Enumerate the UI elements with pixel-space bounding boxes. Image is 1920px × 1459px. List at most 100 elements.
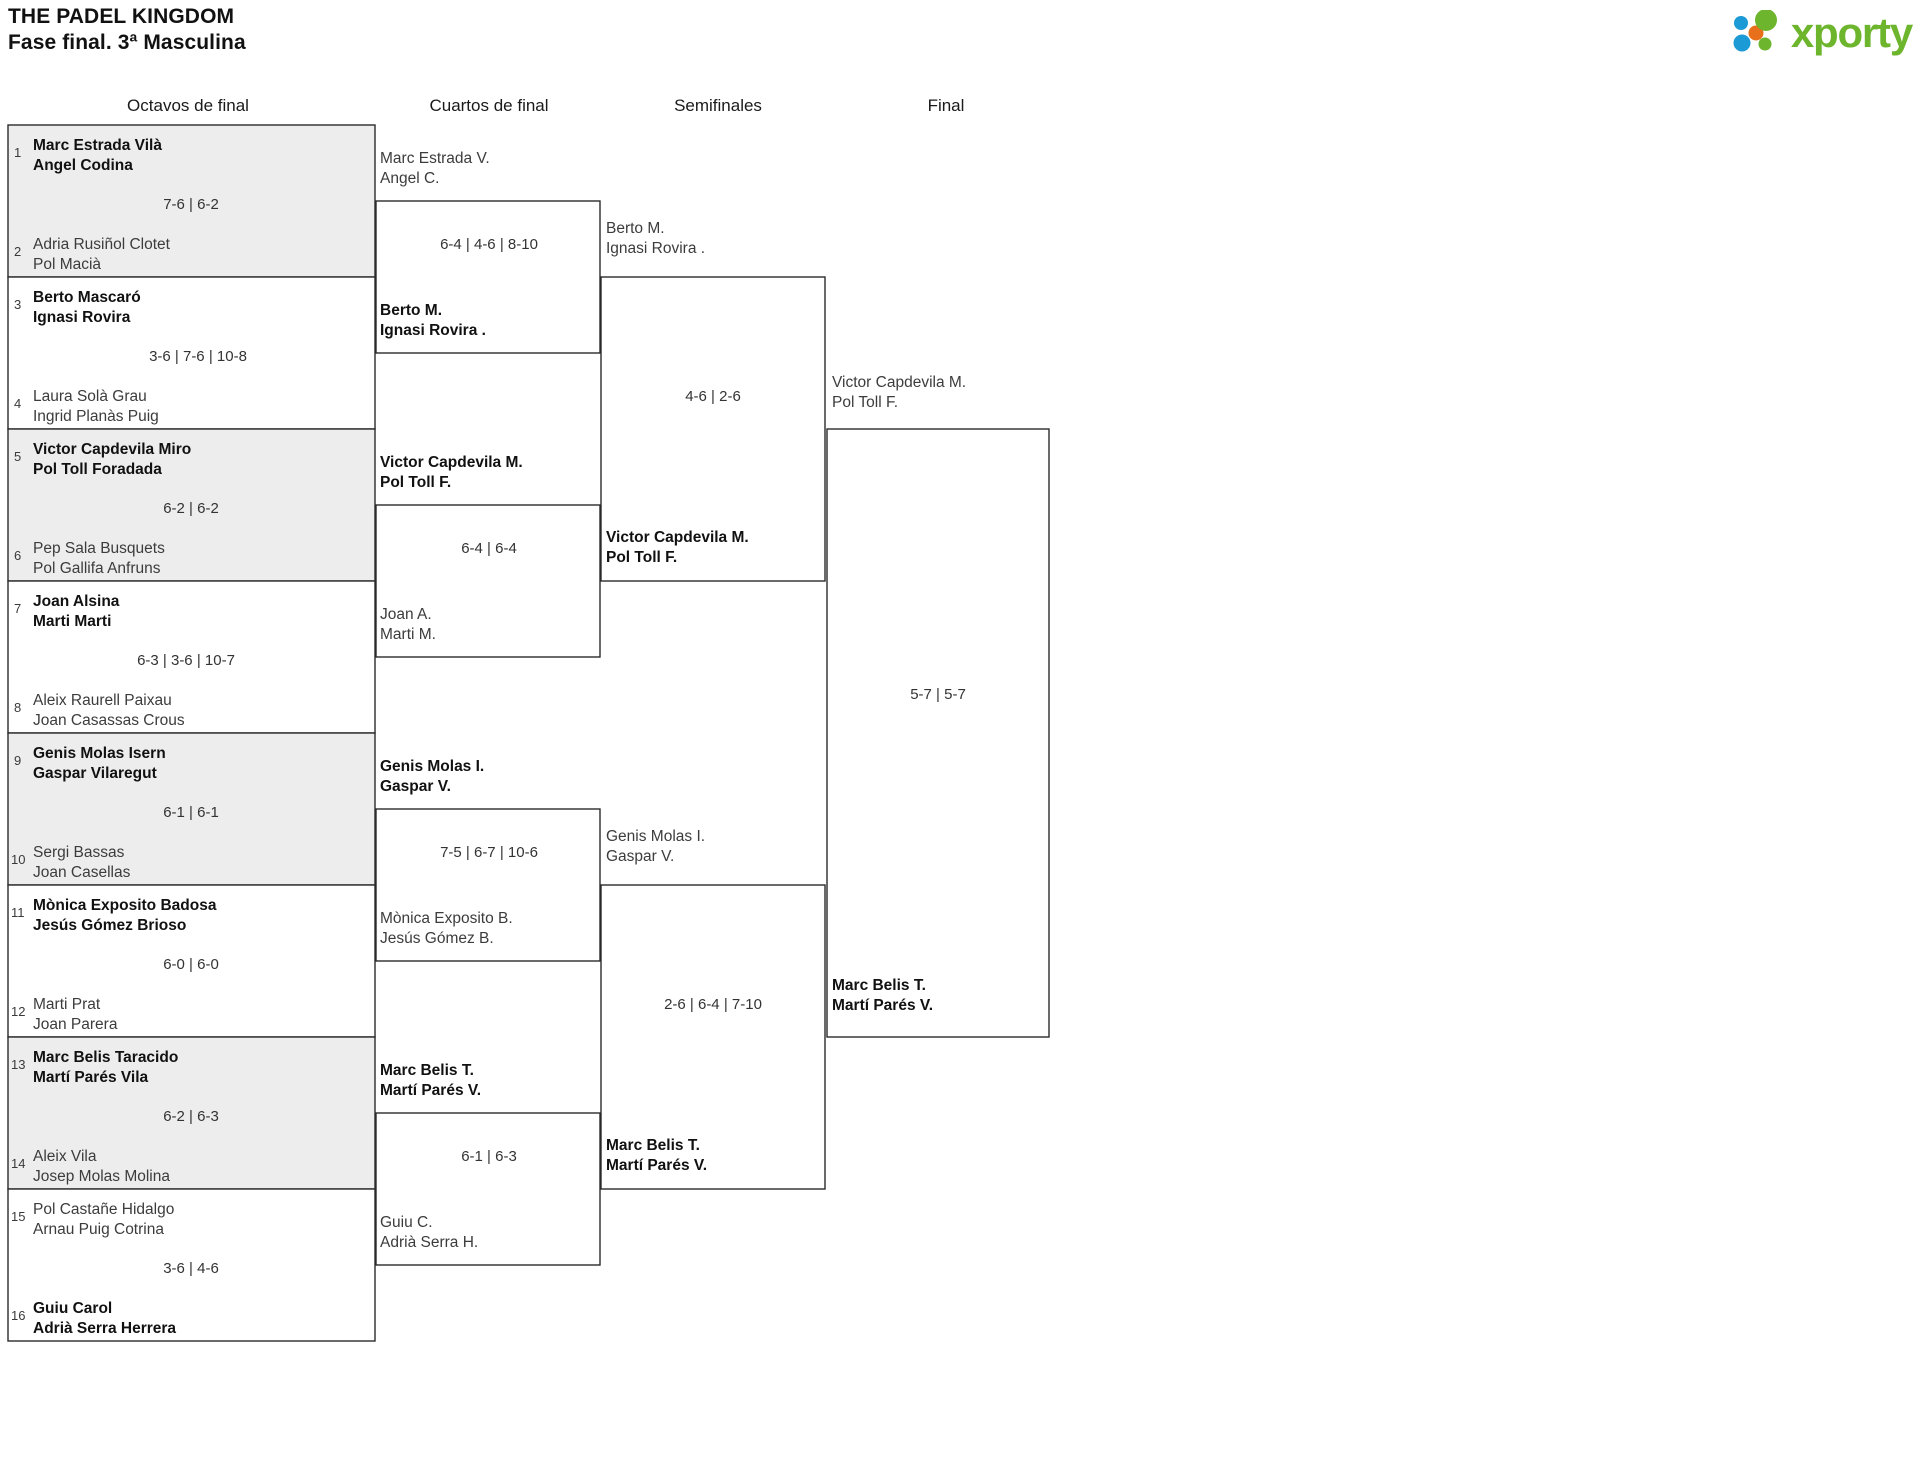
- xporty-wordmark: xporty: [1790, 9, 1913, 56]
- match-block-r16-6[interactable]: 11 Mònica Exposito Badosa Jesús Gómez Br…: [7, 884, 376, 1038]
- semi-finals-column: Berto M. Ignasi Rovira . 4-6 | 2-6 Victo…: [600, 220, 826, 1190]
- player-name: Sergi Bassas: [33, 844, 125, 861]
- match-block-sf-2[interactable]: Genis Molas I. Gaspar V. 2-6 | 6-4 | 7-1…: [600, 828, 826, 1190]
- round-heading-final: Final: [927, 96, 965, 115]
- seed-number: 5: [14, 449, 21, 464]
- player-name: Adrià Serra Herrera: [33, 1320, 176, 1337]
- round-of-16-column: 1 Marc Estrada Vilà Angel Codina 7-6 | 6…: [7, 124, 376, 1342]
- match-score: 6-2 | 6-3: [163, 1108, 219, 1125]
- player-name: Guiu C.: [380, 1214, 433, 1231]
- seed-number: 9: [14, 753, 21, 768]
- match-block-r16-5[interactable]: 9 Genis Molas Isern Gaspar Vilaregut 6-1…: [7, 732, 376, 886]
- champion-name: Marc Belis T.: [832, 977, 926, 994]
- player-name: Marc Belis Taracido: [33, 1049, 178, 1066]
- player-name: Jesús Gómez Brioso: [33, 917, 186, 934]
- match-block-r16-7[interactable]: 13 Marc Belis Taracido Martí Parés Vila …: [7, 1036, 376, 1190]
- player-name: Gaspar V.: [606, 848, 674, 865]
- match-block-qf-2[interactable]: Victor Capdevila M. Pol Toll F. 6-4 | 6-…: [375, 454, 601, 658]
- player-name: Mònica Exposito B.: [380, 910, 513, 927]
- round-heading-cuartos: Cuartos de final: [429, 96, 549, 115]
- match-block-qf-1[interactable]: Marc Estrada V. Angel C. 6-4 | 4-6 | 8-1…: [375, 150, 601, 354]
- round-heading-semifinales: Semifinales: [674, 96, 762, 115]
- player-name: Laura Solà Grau: [33, 388, 147, 405]
- seed-number: 13: [11, 1057, 25, 1072]
- page-title: THE PADEL KINGDOM Fase final. 3ª Masculi…: [8, 4, 246, 55]
- player-name: Berto M.: [606, 220, 665, 237]
- seed-number: 6: [14, 548, 21, 563]
- player-name: Genis Molas I.: [606, 828, 705, 845]
- seed-number: 12: [11, 1004, 25, 1019]
- player-name: Guiu Carol: [33, 1300, 112, 1317]
- round-heading-octavos: Octavos de final: [127, 96, 249, 115]
- match-block-r16-2[interactable]: 3 Berto Mascaró Ignasi Rovira 3-6 | 7-6 …: [7, 276, 376, 430]
- player-name: Victor Capdevila M.: [606, 529, 749, 546]
- player-name: Pol Toll Foradada: [33, 461, 162, 478]
- match-score: 4-6 | 2-6: [685, 388, 741, 405]
- seed-number: 4: [14, 396, 21, 411]
- player-name: Pol Toll F.: [380, 474, 451, 491]
- player-name: Pol Toll F.: [832, 394, 898, 411]
- player-name: Marc Belis T.: [606, 1137, 700, 1154]
- match-block-qf-3[interactable]: Genis Molas I. Gaspar V. 7-5 | 6-7 | 10-…: [375, 758, 601, 962]
- player-name: Ignasi Rovira .: [606, 240, 705, 257]
- player-name: Martí Parés V.: [606, 1157, 707, 1174]
- player-name: Josep Molas Molina: [33, 1168, 170, 1185]
- champion-name: Martí Parés V.: [832, 997, 933, 1014]
- tournament-name: THE PADEL KINGDOM: [8, 5, 235, 28]
- player-name: Ingrid Planàs Puig: [33, 408, 159, 425]
- player-name: Pol Macià: [33, 256, 101, 273]
- player-name: Aleix Raurell Paixau: [33, 692, 172, 709]
- match-score: 6-1 | 6-1: [163, 804, 219, 821]
- player-name: Marti Marti: [33, 613, 111, 630]
- quarter-finals-column: Marc Estrada V. Angel C. 6-4 | 4-6 | 8-1…: [375, 150, 601, 1266]
- xporty-dots-icon: [1733, 10, 1777, 52]
- player-name: Berto M.: [380, 302, 442, 319]
- seed-number: 14: [11, 1156, 25, 1171]
- seed-number: 16: [11, 1308, 25, 1323]
- seed-number: 11: [11, 905, 25, 920]
- player-name: Gaspar Vilaregut: [33, 765, 157, 782]
- match-block-r16-1[interactable]: 1 Marc Estrada Vilà Angel Codina 7-6 | 6…: [7, 124, 376, 278]
- player-name: Martí Parés Vila: [33, 1069, 149, 1086]
- player-name: Marti M.: [380, 626, 436, 643]
- player-name: Adrià Serra H.: [380, 1234, 478, 1251]
- player-name: Marc Estrada V.: [380, 150, 490, 167]
- player-name: Angel C.: [380, 170, 439, 187]
- match-block-sf-1[interactable]: Berto M. Ignasi Rovira . 4-6 | 2-6 Victo…: [600, 220, 826, 582]
- match-score: 6-0 | 6-0: [163, 956, 219, 973]
- seed-number: 7: [14, 601, 21, 616]
- match-block-r16-4[interactable]: 7 Joan Alsina Marti Marti 6-3 | 3-6 | 10…: [7, 580, 376, 734]
- player-name: Victor Capdevila M.: [832, 374, 966, 391]
- player-name: Arnau Puig Cotrina: [33, 1221, 164, 1238]
- seed-number: 15: [11, 1209, 25, 1224]
- player-name: Marc Belis T.: [380, 1062, 474, 1079]
- seed-number: 2: [14, 244, 21, 259]
- player-name: Pol Toll F.: [606, 549, 677, 566]
- player-name: Genis Molas I.: [380, 758, 484, 775]
- player-name: Jesús Gómez B.: [380, 930, 494, 947]
- match-score: 6-1 | 6-3: [461, 1148, 517, 1165]
- player-name: Victor Capdevila M.: [380, 454, 523, 471]
- player-name: Marti Prat: [33, 996, 101, 1013]
- player-name: Aleix Vila: [33, 1148, 97, 1165]
- match-block-r16-8[interactable]: 15 Pol Castañe Hidalgo Arnau Puig Cotrin…: [7, 1188, 376, 1342]
- player-name: Adria Rusiñol Clotet: [33, 236, 171, 253]
- seed-number: 1: [14, 145, 21, 160]
- match-block-final[interactable]: Victor Capdevila M. Pol Toll F. 5-7 | 5-…: [826, 374, 1050, 1038]
- player-name: Joan Casellas: [33, 864, 131, 881]
- player-name: Joan A.: [380, 606, 432, 623]
- match-score: 7-6 | 6-2: [163, 196, 219, 213]
- match-score: 6-3 | 3-6 | 10-7: [137, 652, 235, 669]
- player-name: Martí Parés V.: [380, 1082, 481, 1099]
- match-score: 5-7 | 5-7: [910, 686, 966, 703]
- match-block-r16-3[interactable]: 5 Victor Capdevila Miro Pol Toll Foradad…: [7, 428, 376, 582]
- player-name: Marc Estrada Vilà: [33, 137, 162, 154]
- player-name: Joan Alsina: [33, 593, 120, 610]
- match-block-qf-4[interactable]: Marc Belis T. Martí Parés V. 6-1 | 6-3 G…: [375, 1062, 601, 1266]
- match-score: 2-6 | 6-4 | 7-10: [664, 996, 762, 1013]
- player-name: Joan Parera: [33, 1016, 118, 1033]
- player-name: Ignasi Rovira .: [380, 322, 486, 339]
- seed-number: 8: [14, 700, 21, 715]
- player-name: Victor Capdevila Miro: [33, 441, 191, 458]
